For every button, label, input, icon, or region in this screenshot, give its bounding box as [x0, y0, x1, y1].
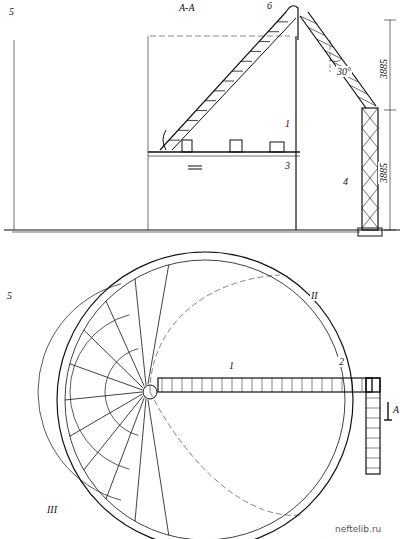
callout-label: III	[46, 504, 58, 515]
callout-label: 2	[338, 356, 345, 367]
stair-stringer	[160, 12, 286, 150]
gangway	[158, 378, 372, 392]
callout-label: II	[310, 290, 319, 301]
shell-edge	[14, 40, 15, 230]
callout-label: 4	[342, 176, 349, 187]
watermark: neftelib.ru	[334, 524, 382, 535]
callout-label: 1	[284, 118, 291, 129]
callout-label: 1	[228, 360, 235, 371]
dimension-line	[390, 20, 391, 230]
callout-label: 5	[6, 290, 13, 301]
outer-ladder	[300, 16, 366, 108]
callout-label: 3885	[378, 58, 389, 80]
callout-label: 6	[266, 0, 273, 11]
callout-label: 30°	[336, 66, 352, 77]
tank-wall	[295, 36, 296, 230]
callout-label: 3	[284, 160, 291, 171]
callout-label: 3885	[378, 162, 389, 184]
handrail	[286, 6, 298, 40]
ground-line	[4, 230, 400, 231]
callout-label: А	[392, 404, 400, 415]
support-tower	[362, 108, 378, 230]
tank-plan	[57, 252, 353, 539]
callout-label: А-А	[178, 2, 196, 13]
callout-label: 5	[8, 6, 15, 17]
